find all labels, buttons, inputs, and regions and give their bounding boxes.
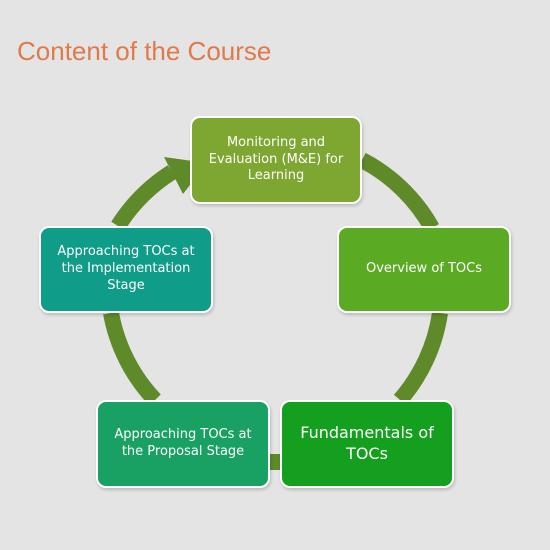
node-line: Approaching TOCs at — [57, 244, 195, 260]
arrow-overview-to-fundamentals — [393, 311, 448, 406]
arrow-implementation-to-me — [111, 165, 177, 231]
node-line: Monitoring and — [226, 134, 326, 150]
node-line: TOCs — [346, 444, 388, 463]
cycle-node-fundamentals: Fundamentals of TOCs — [280, 400, 454, 488]
node-line: Approaching TOCs at — [114, 427, 252, 443]
cycle-node-overview: Overview of TOCs — [337, 226, 511, 313]
node-text: Monitoring and Evaluation (M&E) for Lear… — [209, 135, 343, 186]
node-line: Evaluation (M&E) for — [208, 151, 344, 167]
node-text: Approaching TOCs at the Implementation S… — [57, 244, 194, 295]
node-line: Learning — [247, 168, 305, 184]
node-line: Fundamentals of — [300, 423, 434, 443]
node-text: Approaching TOCs at the Proposal Stage — [114, 427, 251, 461]
node-line: the Proposal Stage — [121, 444, 245, 459]
arrow-proposal-to-implementation — [103, 311, 161, 406]
cycle-node-monitoring-evaluation: Monitoring and Evaluation (M&E) for Lear… — [190, 116, 362, 204]
node-text: Fundamentals of TOCs — [300, 423, 434, 465]
node-line: Stage — [107, 277, 145, 293]
node-line: Overview of TOCs — [365, 261, 483, 277]
arrow-me-to-overview — [358, 152, 439, 233]
node-text: Overview of TOCs — [366, 261, 482, 278]
cycle-node-implementation-stage: Approaching TOCs at the Implementation S… — [39, 226, 213, 313]
slide-title: Content of the Course — [17, 36, 272, 66]
cycle-node-proposal-stage: Approaching TOCs at the Proposal Stage — [96, 400, 270, 488]
node-line: the Implementation — [61, 261, 191, 277]
